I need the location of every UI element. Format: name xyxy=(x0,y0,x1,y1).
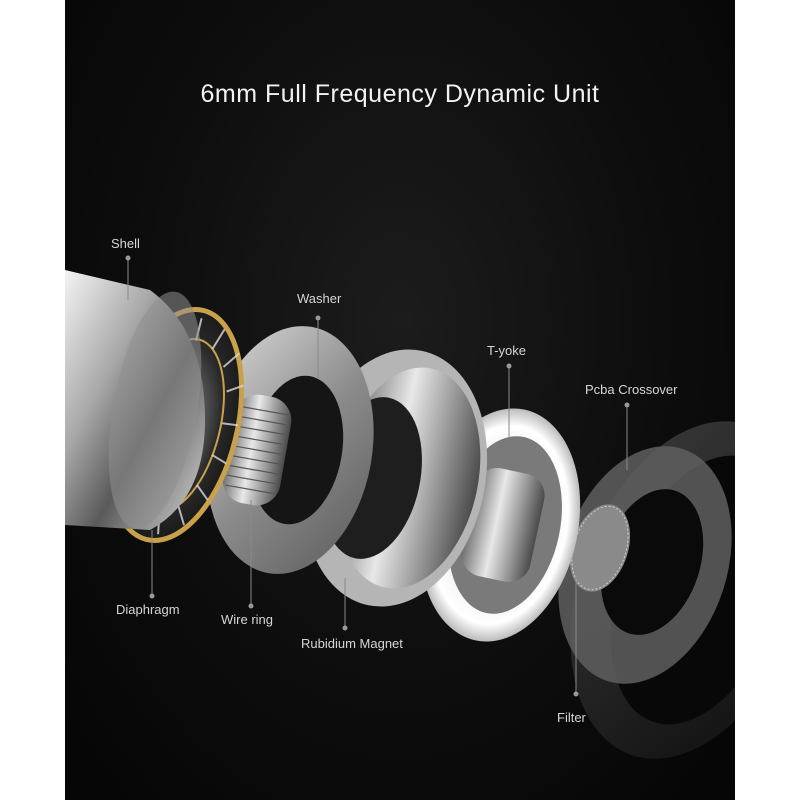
label-filter: Filter xyxy=(557,710,586,725)
label-t-yoke: T-yoke xyxy=(487,343,527,358)
label-wire-ring: Wire ring xyxy=(221,612,274,627)
label-rubidium-magnet: Rubidium Magnet xyxy=(301,636,403,651)
page-title: 6mm Full Frequency Dynamic Unit xyxy=(200,80,600,108)
leader-dots xyxy=(125,255,630,697)
leader-lines xyxy=(127,258,628,694)
label-washer: Washer xyxy=(297,291,342,306)
label-pcba-crossover: Pcba Crossover xyxy=(585,382,678,397)
shell-part xyxy=(65,270,205,530)
label-shell: Shell xyxy=(111,236,140,251)
label-diaphragm: Diaphragm xyxy=(116,602,180,617)
